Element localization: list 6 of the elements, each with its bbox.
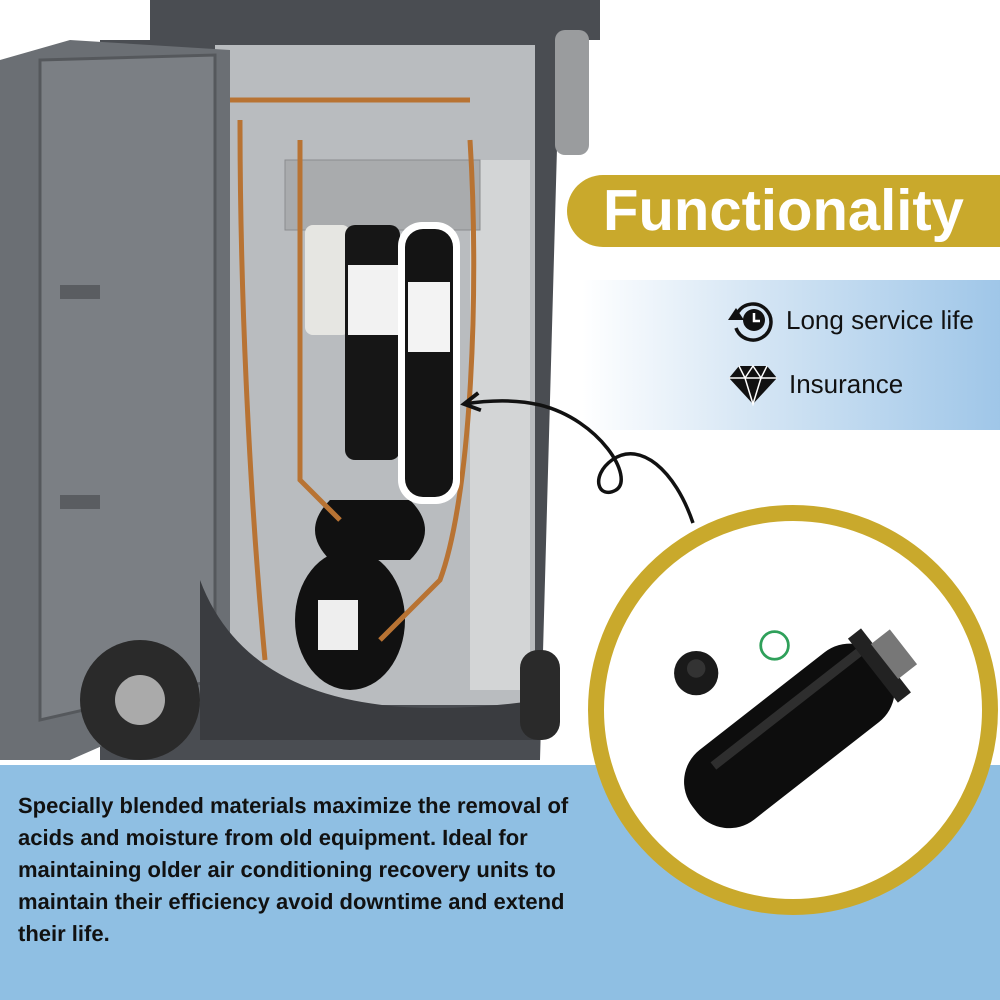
description-text: Specially blended materials maximize the removal of acids and moisture from old equipment. Ideal for maintaining older air conditioning recovery units to maintain their efficiency avoid downtime and extend their life. [18,792,570,948]
feature-text: Insurance [789,368,904,400]
filter-cylinder-drawing [398,222,460,504]
feature-text: Long service life [786,304,974,336]
curly-arrow [462,391,695,524]
title-banner: Functionality [567,175,1000,247]
